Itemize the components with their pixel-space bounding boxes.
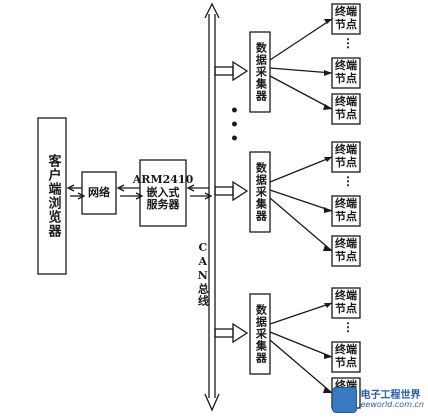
server-box [139,159,187,227]
terminal-label-3-1: 终端节点 [335,289,357,315]
watermark-sub: eeworld.com.cn [360,400,424,410]
eeworld-logo-icon [332,387,358,413]
collector-box-1 [249,31,271,113]
terminal-label-1-3: 终端节点 [335,95,357,121]
collector-label-2: 数据采集器 [254,162,268,222]
network-label: 网络 [88,185,110,199]
server-label-line3: 服务器 [146,198,180,212]
terminal-label-2-2: 终端节点 [335,197,357,223]
can-bus-label: CAN总线 [196,241,210,307]
client-box [37,117,67,275]
terminal-label-1-1: 终端节点 [335,5,357,31]
server-label-line2: 嵌入式 [146,185,180,199]
server-label-line1: ARM2410 [132,173,194,187]
terminal-ellipsis-2: ⋮ [342,174,354,188]
bus-ellipsis: • • • [230,103,239,147]
collector-label-3: 数据采集器 [254,304,268,364]
terminal-label-1-2: 终端节点 [335,59,357,85]
client-browser-label: 客户端浏览器 [45,154,61,238]
terminal-label-2-1: 终端节点 [335,143,357,169]
terminal-label-3-2: 终端节点 [335,343,357,369]
collector-box-2 [249,151,271,233]
watermark: 电子工程世界 eeworld.com.cn [332,386,424,414]
collector-label-1: 数据采集器 [254,42,268,102]
terminal-label-2-3: 终端节点 [335,237,357,263]
watermark-main: 电子工程世界 [360,390,421,402]
collector-box-3 [249,293,271,375]
network-box [81,171,117,215]
terminal-ellipsis-1: ⋮ [342,36,354,50]
server-label: ARM2410 嵌入式 服务器 [133,160,193,226]
terminal-ellipsis-3: ⋮ [342,320,354,334]
